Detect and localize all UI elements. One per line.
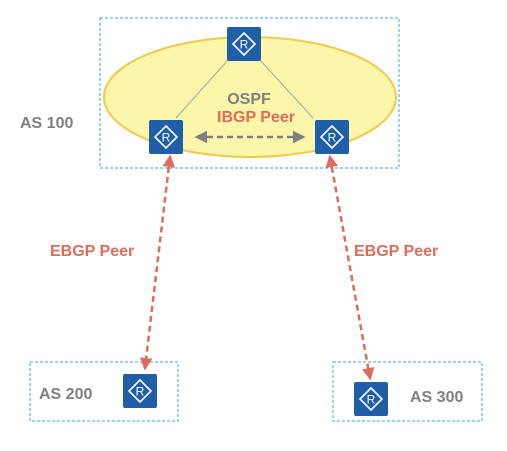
router-left[interactable]: R bbox=[148, 119, 184, 155]
link-top-right bbox=[259, 59, 314, 119]
router-right[interactable]: R bbox=[314, 119, 350, 155]
router-icon: R bbox=[136, 385, 145, 399]
router-icon: R bbox=[162, 131, 171, 145]
router-top[interactable]: R bbox=[226, 26, 262, 62]
router-icon: R bbox=[240, 38, 249, 52]
as100-label: AS 100 bbox=[20, 115, 73, 132]
router-icon: R bbox=[367, 393, 376, 407]
ebgp-peer-label-right: EBGP Peer bbox=[354, 243, 438, 260]
ospf-label: OSPF bbox=[227, 91, 271, 108]
ebgp-peer-link-left bbox=[139, 154, 176, 371]
as100-boundary bbox=[99, 17, 400, 169]
ebgp-peer-label-left: EBGP Peer bbox=[50, 243, 134, 260]
as200-label: AS 200 bbox=[39, 386, 92, 403]
as300-boundary bbox=[332, 361, 483, 422]
router-as200[interactable]: R bbox=[122, 373, 158, 409]
router-icon: R bbox=[328, 131, 337, 145]
as200-boundary bbox=[29, 361, 179, 422]
ibgp-peer-label: IBGP Peer bbox=[217, 109, 295, 126]
ebgp-peer-link-right bbox=[325, 154, 375, 381]
link-top-left bbox=[175, 59, 229, 119]
router-as300[interactable]: R bbox=[353, 381, 389, 417]
as300-label: AS 300 bbox=[410, 389, 463, 406]
